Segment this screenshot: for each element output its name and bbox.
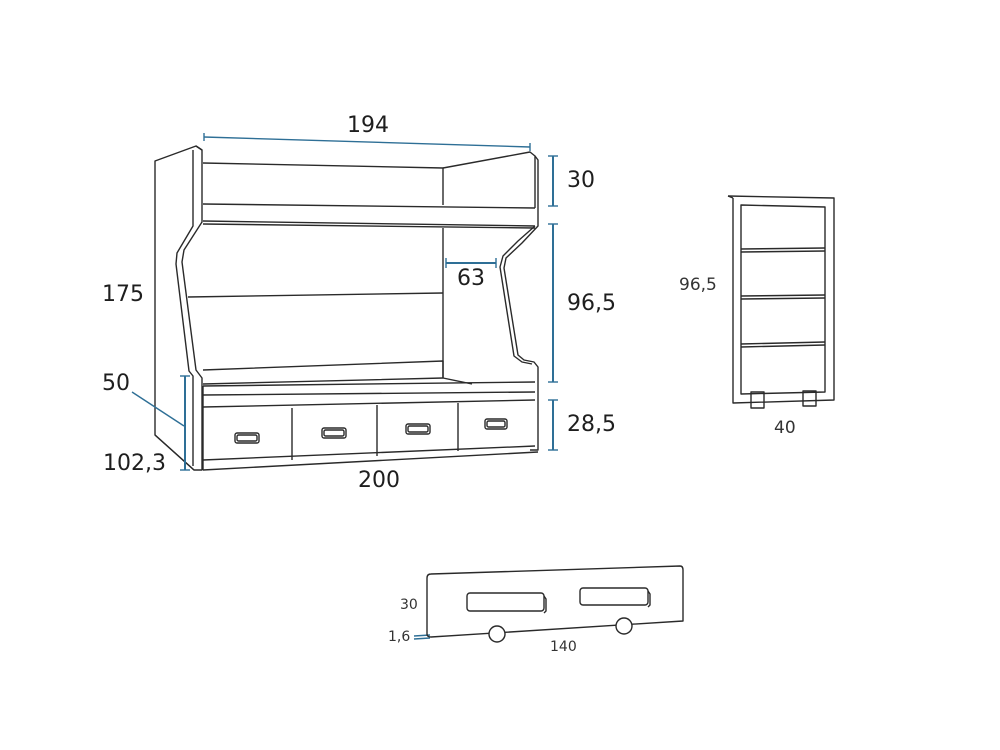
dim-bottom-width: 200 [358,468,400,493]
dim-depth: 102,3 [103,451,166,476]
guard-rail-outline [426,565,684,643]
dim-total-height: 175 [102,282,144,307]
dimension-lines [131,133,558,640]
bunk-bed-outline [154,145,539,471]
dim-bookcase-width: 40 [774,418,796,438]
drawer-handles [234,418,508,444]
ladder-bookcase-outline [727,195,835,409]
dim-rail-height: 30 [400,597,418,613]
dim-drawer-height: 28,5 [567,412,616,437]
dim-side-height: 50 [102,371,130,396]
dim-bunk-clearance: 96,5 [567,291,616,316]
dim-rail-length: 140 [550,639,577,655]
dim-rail-thickness: 1,6 [388,629,411,645]
dim-ladder-gap: 63 [457,266,485,291]
dim-top-width: 194 [347,113,389,138]
dim-bookcase-height: 96,5 [679,275,717,295]
dim-top-rail-height: 30 [567,168,595,193]
